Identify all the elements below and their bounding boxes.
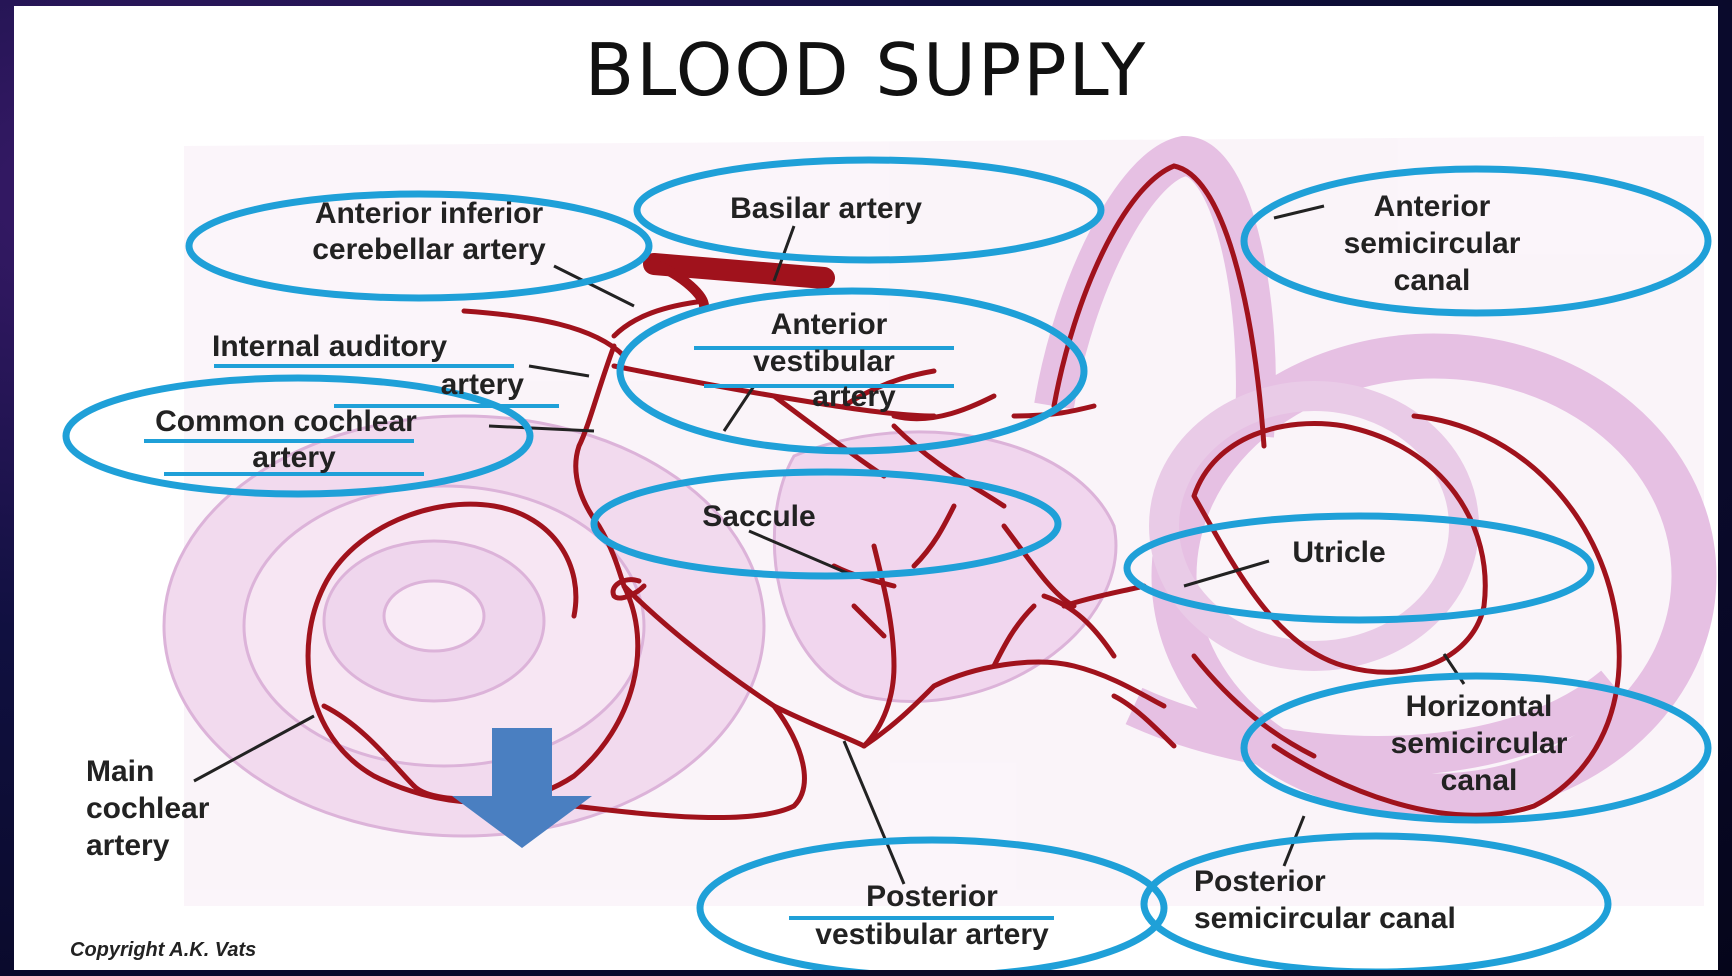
label-common-cochlear-artery-line1: Common cochlear bbox=[155, 405, 417, 438]
label-basilar-artery: Basilar artery bbox=[730, 192, 922, 225]
label-anterior-scc-line1: Anterior bbox=[1374, 190, 1491, 223]
inner-ear-diagram: Anterior inferior cerebellar artery Basi… bbox=[14, 6, 1718, 970]
label-internal-auditory-artery-line1: Internal auditory bbox=[212, 330, 447, 363]
label-saccule: Saccule bbox=[702, 500, 815, 533]
label-common-cochlear-artery-line2: artery bbox=[252, 441, 336, 474]
label-anterior-scc-line3: canal bbox=[1394, 264, 1471, 297]
label-posterior-scc-line1: Posterior bbox=[1194, 865, 1326, 898]
slide: BLOOD SUPPLY bbox=[14, 6, 1718, 970]
label-utricle: Utricle bbox=[1292, 536, 1385, 569]
label-anterior-vestibular-artery-line1: Anterior bbox=[771, 308, 888, 341]
label-anterior-scc-line2: semicircular bbox=[1344, 227, 1521, 260]
label-internal-auditory-artery-line2: artery bbox=[441, 368, 525, 401]
label-aica-line1: Anterior inferior bbox=[315, 197, 544, 230]
label-main-cochlear-artery-line2: cochlear bbox=[86, 792, 210, 825]
label-main-cochlear-artery-line1: Main bbox=[86, 755, 154, 788]
label-horizontal-scc-line2: semicircular bbox=[1391, 727, 1568, 760]
label-main-cochlear-artery-line3: artery bbox=[86, 829, 170, 862]
label-aica-line2: cerebellar artery bbox=[312, 233, 546, 266]
label-horizontal-scc-line1: Horizontal bbox=[1406, 690, 1553, 723]
label-posterior-scc-line2: semicircular canal bbox=[1194, 902, 1456, 935]
label-horizontal-scc-line3: canal bbox=[1441, 764, 1518, 797]
label-posterior-vestibular-artery-line1: Posterior bbox=[866, 880, 998, 913]
label-anterior-vestibular-artery-line2: vestibular bbox=[753, 345, 895, 378]
copyright-text: Copyright A.K. Vats bbox=[70, 939, 256, 961]
label-anterior-vestibular-artery-line3: artery bbox=[812, 380, 896, 413]
label-posterior-vestibular-artery-line2: vestibular artery bbox=[815, 918, 1049, 951]
